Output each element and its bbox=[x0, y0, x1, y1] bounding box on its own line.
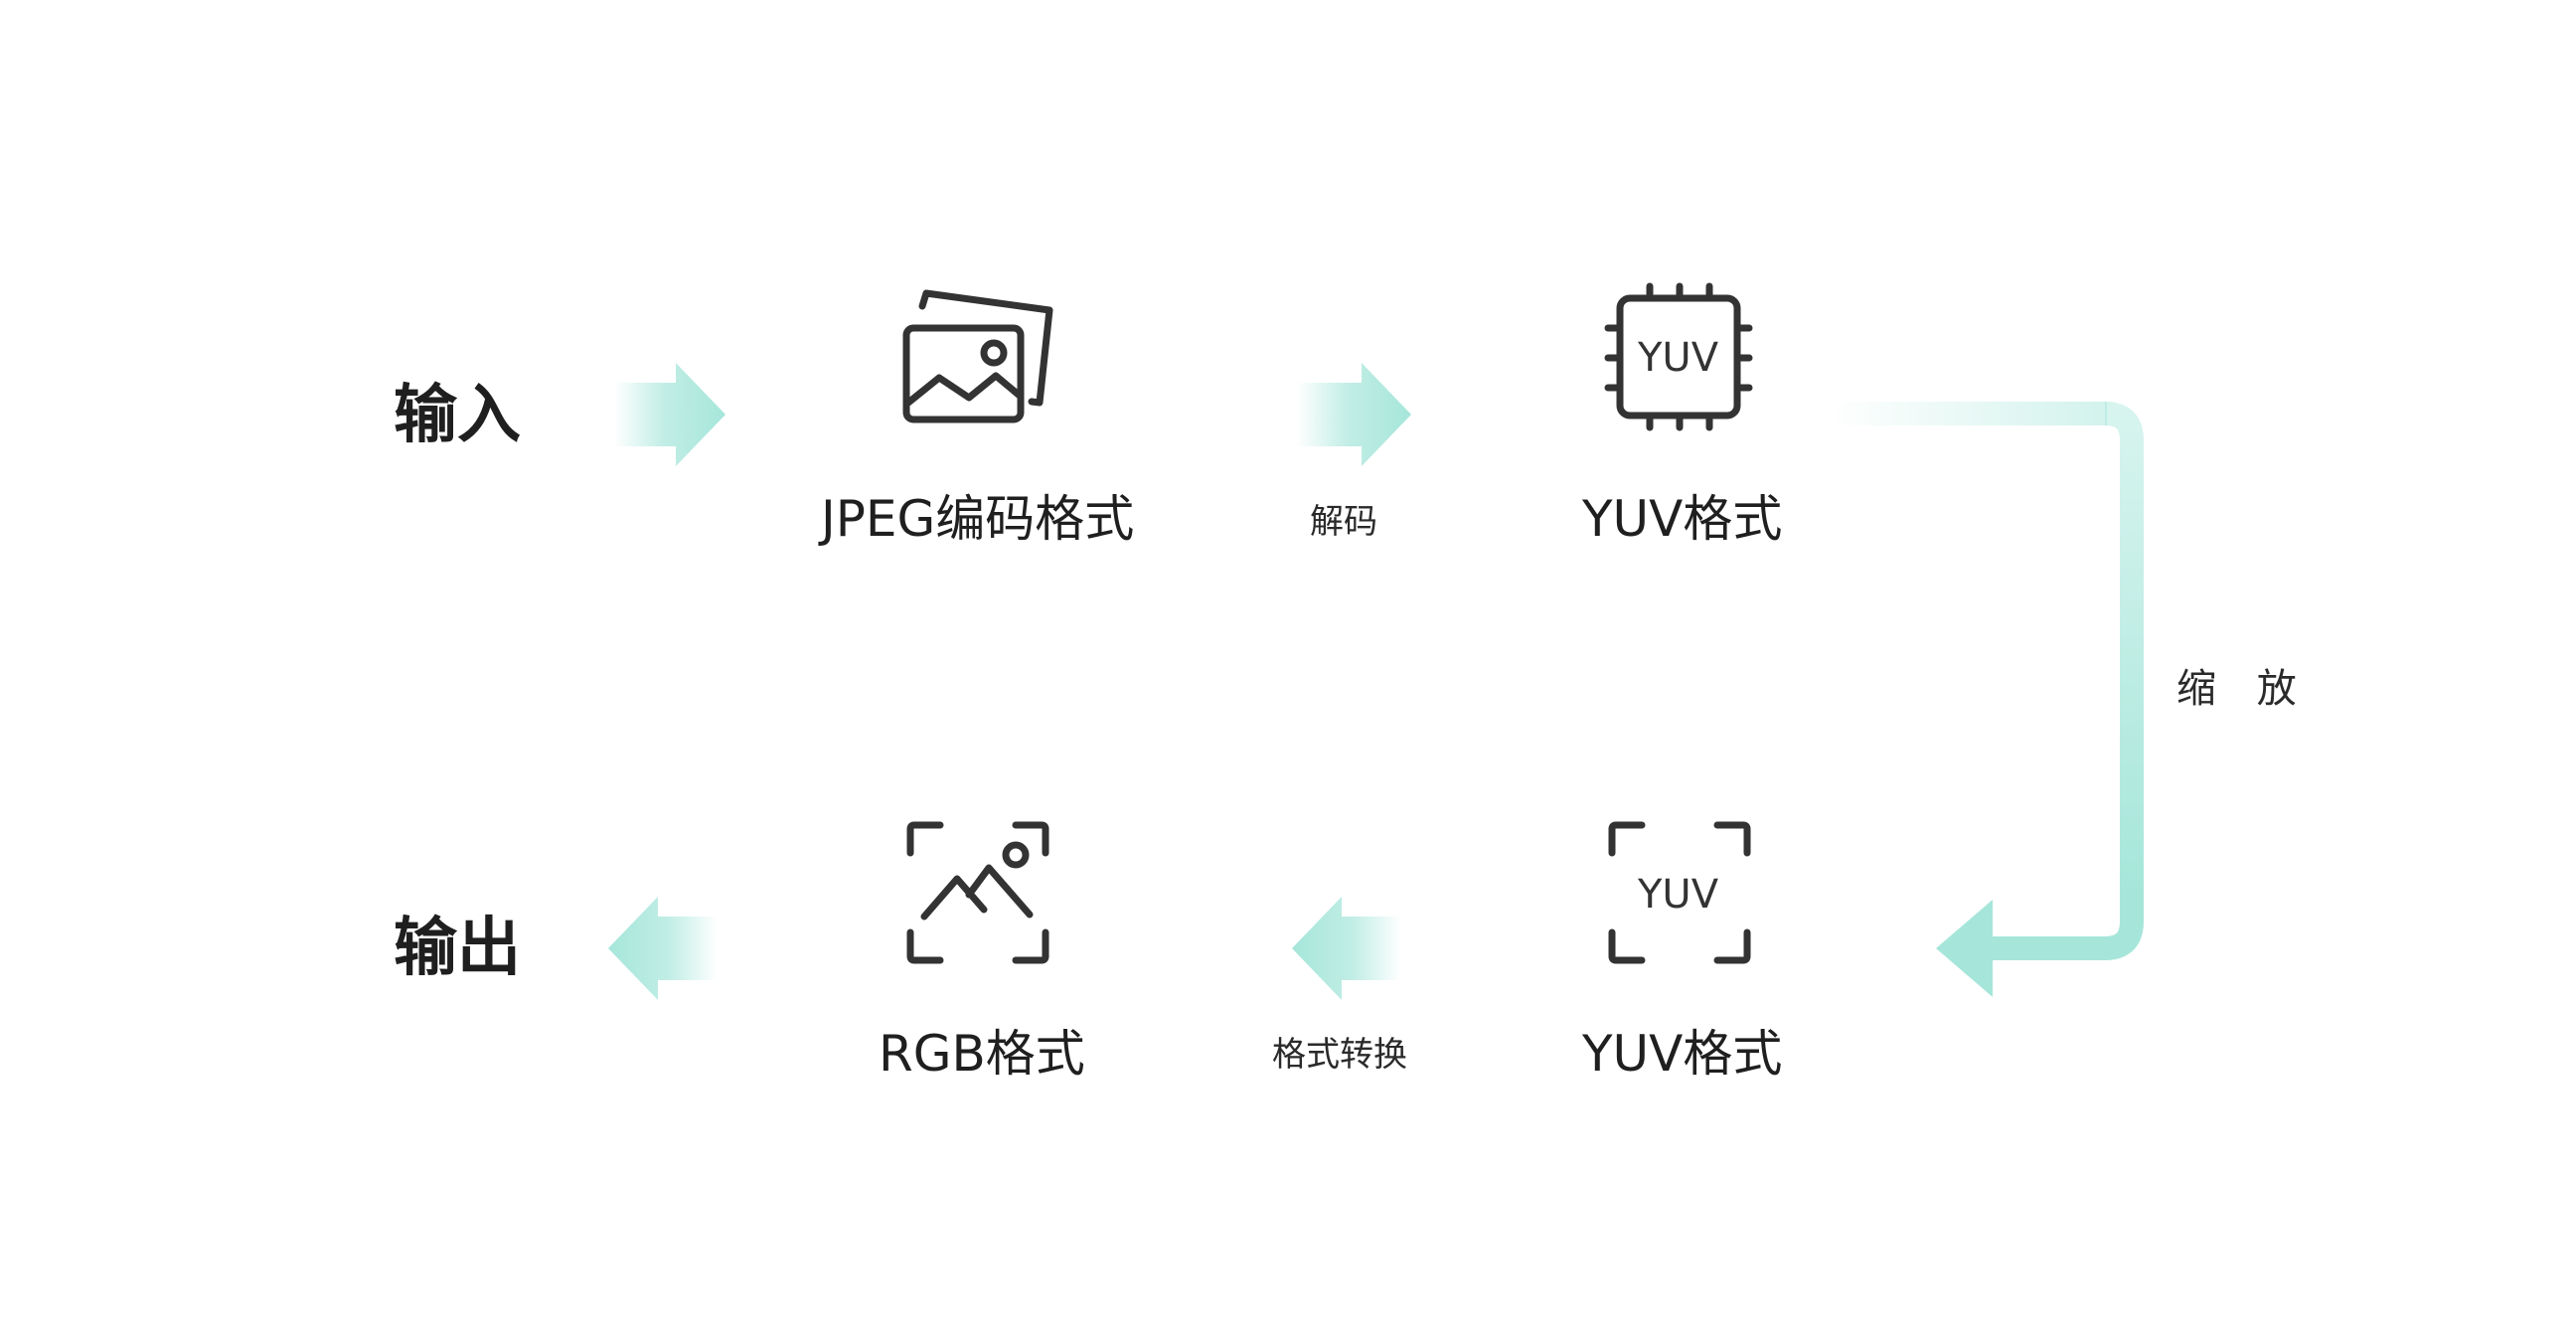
chip-icon bbox=[1604, 282, 1753, 431]
output-label: 输出 bbox=[394, 912, 521, 985]
scale-step-label: 缩 放 bbox=[2176, 666, 2311, 712]
arrow-decode bbox=[1297, 363, 1411, 466]
jpeg-format-label: JPEG编码格式 bbox=[821, 490, 1135, 548]
scan-image-icon bbox=[906, 821, 1049, 964]
arrow-convert bbox=[1292, 897, 1401, 1000]
arrow-scale-head bbox=[1936, 900, 1993, 997]
yuv-format-label-top: YUV格式 bbox=[1582, 490, 1783, 548]
convert-step-label: 格式转换 bbox=[1272, 1035, 1407, 1075]
input-label: 输入 bbox=[394, 379, 521, 452]
rgb-format-label: RGB格式 bbox=[879, 1025, 1085, 1083]
scan-frame-icon bbox=[1608, 821, 1751, 964]
arrow-rgb-to-output bbox=[608, 897, 718, 1000]
arrow-input-to-jpeg bbox=[614, 363, 725, 466]
yuv-chip-badge: YUV bbox=[1638, 335, 1719, 381]
yuv-frame-badge: YUV bbox=[1638, 872, 1719, 918]
decode-step-label: 解码 bbox=[1310, 502, 1377, 542]
scale-path-vertical bbox=[1988, 402, 2144, 960]
yuv-format-label-bottom: YUV格式 bbox=[1582, 1025, 1783, 1083]
images-icon bbox=[902, 289, 1053, 423]
